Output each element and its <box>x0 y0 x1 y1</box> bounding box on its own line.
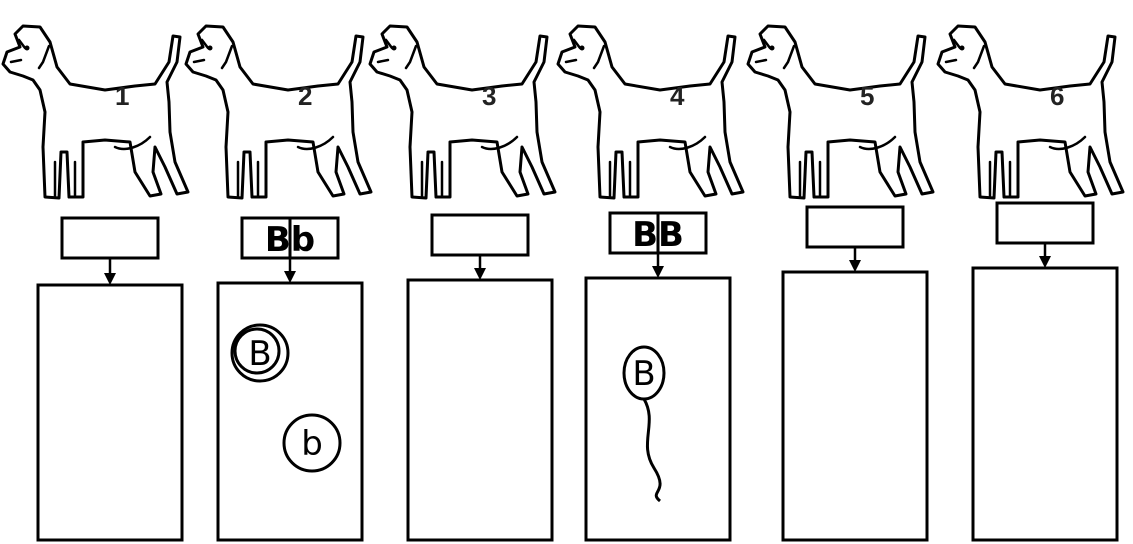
gamete-allele-label: B <box>248 334 271 374</box>
dog-illustration <box>370 26 555 198</box>
genotype-label: Bb <box>265 220 315 260</box>
arrow-head <box>1039 256 1051 268</box>
dog-illustration <box>938 26 1123 198</box>
gamete-box <box>408 280 552 540</box>
genotype-box <box>807 207 903 247</box>
dog-illustration <box>3 26 188 198</box>
dog-illustration <box>748 26 933 198</box>
gamete-allele-label: b <box>301 424 323 464</box>
gamete-box <box>218 283 362 540</box>
dog-number-label: 4 <box>670 81 685 111</box>
panel-1: 1 <box>3 26 188 540</box>
gamete-box <box>38 285 182 540</box>
arrow-head <box>474 268 486 280</box>
panel-6: 6 <box>938 26 1123 540</box>
dog-number-label: 6 <box>1050 81 1064 111</box>
genotype-label: BB <box>632 215 684 255</box>
genotype-box <box>62 218 158 258</box>
genotype-box <box>997 203 1093 243</box>
panel-5: 5 <box>748 26 933 540</box>
arrow-head <box>104 273 116 285</box>
dog-illustration <box>558 26 743 198</box>
arrow-head <box>284 271 296 283</box>
gamete-allele-label: B <box>632 354 655 394</box>
arrow-head <box>849 260 861 272</box>
dog-number-label: 5 <box>860 81 874 111</box>
genotype-box <box>432 215 528 255</box>
dog-illustration <box>186 26 371 198</box>
dog-number-label: 3 <box>482 81 496 111</box>
gamete-box <box>973 268 1117 540</box>
dog-number-label: 1 <box>115 81 129 111</box>
dog-number-label: 2 <box>298 81 312 111</box>
panel-3: 3 <box>370 26 555 540</box>
arrow-head <box>652 266 664 278</box>
gamete-box <box>783 272 927 540</box>
